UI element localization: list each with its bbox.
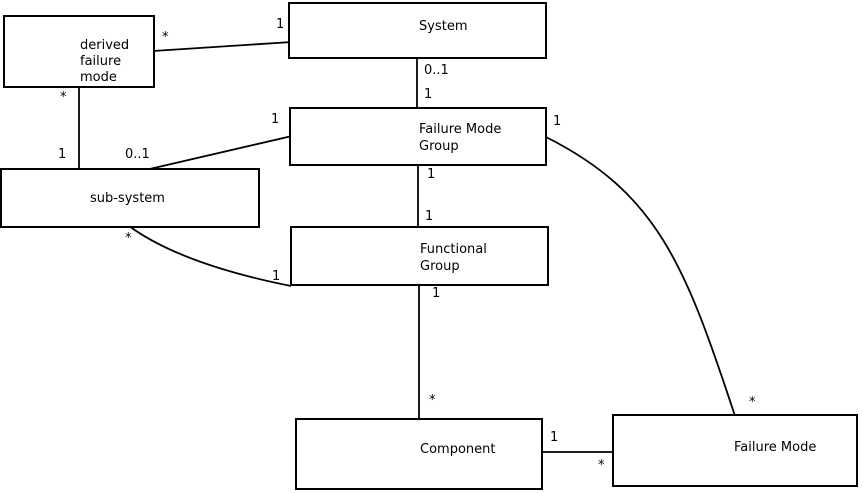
multiplicity-fmg-side-of-subsystem-edge: 1 <box>271 112 280 127</box>
multiplicity-subsystem-side-of-dfm-edge: 1 <box>58 147 67 162</box>
node-system <box>288 2 547 59</box>
multiplicity-dfm-side-of-system-edge: * <box>162 30 169 45</box>
node-derived-failure-mode <box>3 15 155 88</box>
multiplicity-system-side-of-dfm-edge: 1 <box>276 17 285 32</box>
multiplicity-fm-side-of-component-edge: * <box>598 458 605 473</box>
node-failure-mode <box>612 414 858 487</box>
node-label-functional-group: Functional Group <box>420 242 487 274</box>
node-component <box>295 418 543 490</box>
edge-failure-mode-group--failure-mode <box>545 136 736 417</box>
multiplicity-dfm-side-of-subsystem-edge: * <box>60 90 67 105</box>
edge-derived-failure-mode--system <box>152 41 293 52</box>
multiplicity-fmg-side-of-fm-edge: 1 <box>553 114 562 129</box>
edge-sub-system--failure-mode-group <box>140 135 293 172</box>
node-label-system: System <box>419 19 468 34</box>
multiplicity-fmg-side-of-fg-edge: 1 <box>427 167 436 182</box>
node-label-sub-system: sub-system <box>90 191 165 206</box>
multiplicity-fg-side-of-fmg-edge: 1 <box>425 209 434 224</box>
node-label-component: Component <box>420 442 496 457</box>
multiplicity-fm-side-of-fmg-edge: * <box>749 395 756 410</box>
multiplicity-component-side-of-fm-edge: 1 <box>550 430 559 445</box>
node-label-failure-mode: Failure Mode <box>734 440 817 455</box>
node-label-derived-failure-mode: derived failure mode <box>80 38 130 85</box>
multiplicity-fg-side-of-subsystem-edge: 1 <box>272 269 281 284</box>
node-label-failure-mode-group: Failure Mode Group <box>419 122 502 154</box>
edge-sub-system--functional-group <box>128 225 292 287</box>
node-failure-mode-group <box>289 107 547 166</box>
multiplicity-subsystem-side-of-fg-edge: * <box>125 231 132 246</box>
node-functional-group <box>290 226 549 286</box>
multiplicity-component-side-of-fg-edge: * <box>429 393 436 408</box>
multiplicity-system-side-of-fmg-edge: 0..1 <box>424 63 449 78</box>
node-sub-system <box>0 168 260 228</box>
multiplicity-fmg-side-of-system-edge: 1 <box>424 87 433 102</box>
multiplicity-fg-side-of-component-edge: 1 <box>432 286 441 301</box>
multiplicity-subsystem-side-of-fmg-edge: 0..1 <box>125 147 150 162</box>
